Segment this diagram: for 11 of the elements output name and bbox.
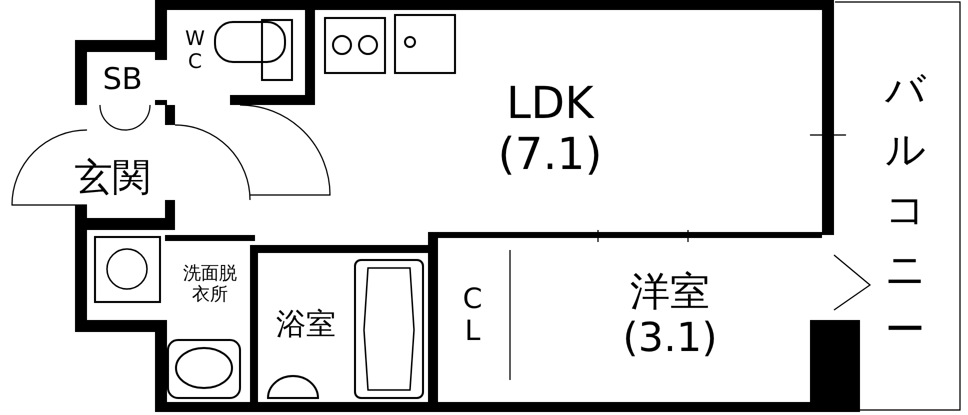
room-label: SB	[102, 62, 142, 98]
room-label: 洋室	[630, 269, 710, 315]
room-label: (3.1)	[622, 315, 718, 361]
room-label: C L	[462, 282, 484, 348]
room-label: 浴室	[276, 308, 336, 342]
room-label: W C	[185, 27, 205, 73]
room-label: 玄関	[74, 156, 150, 200]
room-label: (7.1)	[498, 130, 602, 181]
room-label: LDK	[506, 79, 594, 130]
room-label: バルコニー	[885, 66, 925, 355]
room-label: 洗面脱衣所	[182, 264, 238, 306]
